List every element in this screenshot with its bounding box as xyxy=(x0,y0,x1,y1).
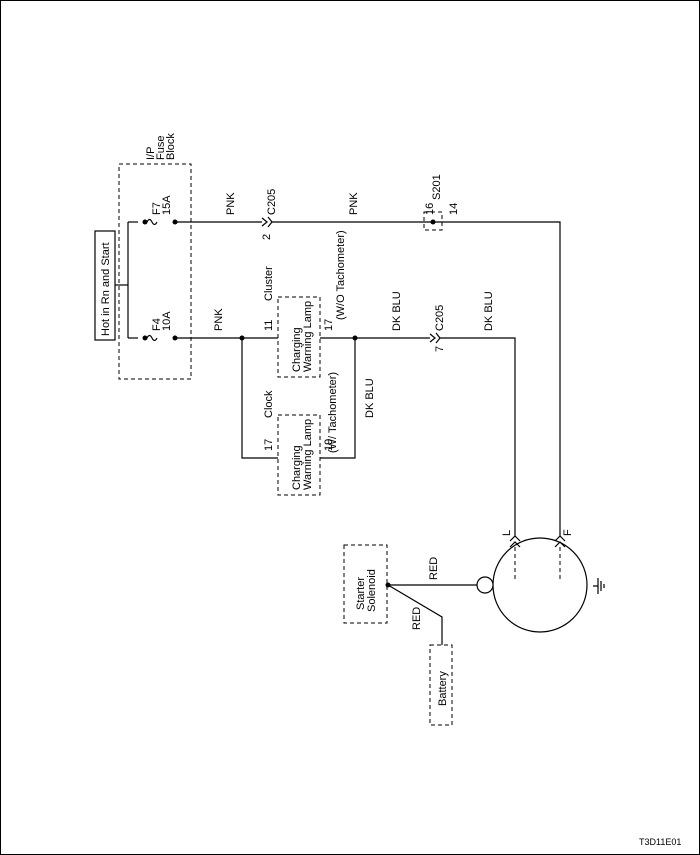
s201-label: S201 xyxy=(431,174,443,200)
fuse-block-label-2: Fuse xyxy=(155,136,167,160)
dk-blu-label-2: DK BLU xyxy=(391,291,403,331)
c205-label-2: C205 xyxy=(434,305,446,331)
power-source: Hot in Rn and Start xyxy=(94,230,116,341)
clock-pin-17: 17 xyxy=(263,439,275,451)
c205-connector-pnk xyxy=(261,217,268,227)
battery-box xyxy=(429,644,453,726)
figure-id: T3D11E01 xyxy=(639,837,681,847)
cluster-lamp-box xyxy=(277,296,321,378)
c205-pin-7: 7 xyxy=(434,346,446,352)
cluster-label: Cluster xyxy=(263,266,275,301)
fuse-f7-rating: 15A xyxy=(161,195,173,215)
pnk-wire-to-generator xyxy=(272,221,561,536)
pnk-label-1: PNK xyxy=(225,192,237,215)
generator xyxy=(476,535,605,633)
power-source-label: Hot in Rn and Start xyxy=(100,242,112,336)
clock-variant: (W/ Tachometer) xyxy=(327,372,339,453)
cluster-lamp-label-2: Warning Lamp xyxy=(302,301,314,372)
battery-label: Battery xyxy=(437,671,449,706)
clock-lamp-box xyxy=(277,414,321,496)
clock-label: Clock xyxy=(263,390,275,418)
s201-pin-14: 14 xyxy=(448,203,460,215)
fuse-f4-name: F4 xyxy=(151,318,163,331)
generator-term-f: F xyxy=(562,529,574,536)
dk-blu-wire-clock xyxy=(320,338,356,459)
generator-term-l: L xyxy=(501,530,513,536)
dk-blu-label-3: DK BLU xyxy=(483,291,495,331)
starter-solenoid-box xyxy=(343,544,388,624)
clock-lamp-label-2: Warning Lamp xyxy=(302,419,314,490)
pnk-label-2: PNK xyxy=(348,192,360,215)
s201-pin-16: 16 xyxy=(424,203,436,215)
cluster-variant: (W/O Tachometer) xyxy=(335,230,347,320)
dk-blu-wire-to-generator xyxy=(440,337,516,536)
fuse-block-label-3: Block xyxy=(165,133,177,160)
pnk-label-3: PNK xyxy=(213,308,225,331)
red-label-1: RED xyxy=(428,557,440,580)
c205-pin-2: 2 xyxy=(261,234,273,240)
clock-pin-19: 19 xyxy=(323,439,335,451)
fuse-block-label-1: I/P xyxy=(145,147,157,160)
red-wire-battery xyxy=(387,584,443,645)
fuse-f4-rating: 10A xyxy=(161,311,173,331)
fuse-f7-symbol xyxy=(146,218,158,226)
starter-solenoid-label-2: Solenoid xyxy=(366,569,378,612)
cluster-lamp-label-1: Charging xyxy=(291,327,303,372)
pnk-wire-to-clock xyxy=(241,338,278,459)
c205-connector-blu xyxy=(429,333,436,343)
c205-label-1: C205 xyxy=(266,189,278,215)
fuse-block-outline xyxy=(118,163,192,380)
fuse-f4-symbol xyxy=(146,334,158,342)
cluster-pin-17: 17 xyxy=(323,319,335,331)
s201-splice xyxy=(423,211,443,231)
fuse-f7-name: F7 xyxy=(151,202,163,215)
starter-solenoid-label-1: Starter xyxy=(355,577,367,610)
clock-lamp-label-1: Charging xyxy=(291,445,303,490)
dk-blu-label-1: DK BLU xyxy=(364,378,376,418)
ground-icon xyxy=(593,578,605,594)
red-label-2: RED xyxy=(411,607,423,630)
cluster-pin-11: 11 xyxy=(263,320,275,331)
